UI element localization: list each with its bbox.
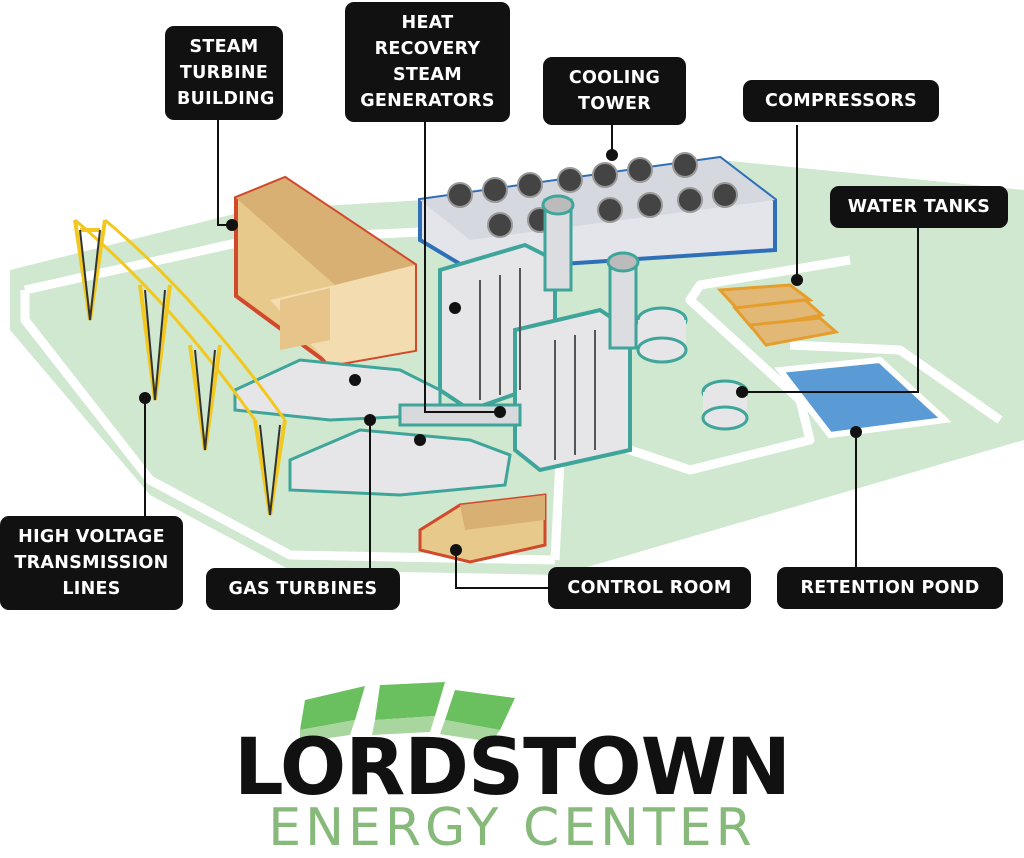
water-tank	[701, 379, 749, 431]
label-water-tanks: WATER TANKS	[830, 186, 1008, 228]
control-room	[418, 493, 547, 564]
logo-title: LORDSTOWN	[233, 723, 791, 813]
label-gas-turbines: GAS TURBINES	[206, 568, 400, 610]
heat-recovery-steam-generators	[438, 194, 688, 473]
logo-subtitle: ENERGY CENTER	[268, 798, 756, 858]
label-heat-recovery-steam-generators: HEAT RECOVERY STEAM GENERATORS	[345, 2, 510, 122]
label-steam-turbine-building: STEAM TURBINE BUILDING	[165, 26, 283, 120]
label-high-voltage-transmission-lines: HIGH VOLTAGE TRANSMISSION LINES	[0, 516, 183, 610]
leader-dots	[139, 149, 862, 556]
logo-swooshes	[300, 682, 515, 742]
compressors	[716, 283, 840, 347]
cooling-tower	[418, 152, 777, 273]
label-control-room: CONTROL ROOM	[548, 567, 751, 609]
retention-pond	[774, 356, 952, 439]
label-cooling-tower: COOLING TOWER	[543, 57, 686, 125]
gas-turbines	[233, 358, 522, 497]
label-retention-pond: RETENTION POND	[777, 567, 1003, 609]
steam-turbine-building	[234, 175, 417, 368]
label-compressors: COMPRESSORS	[743, 80, 939, 122]
